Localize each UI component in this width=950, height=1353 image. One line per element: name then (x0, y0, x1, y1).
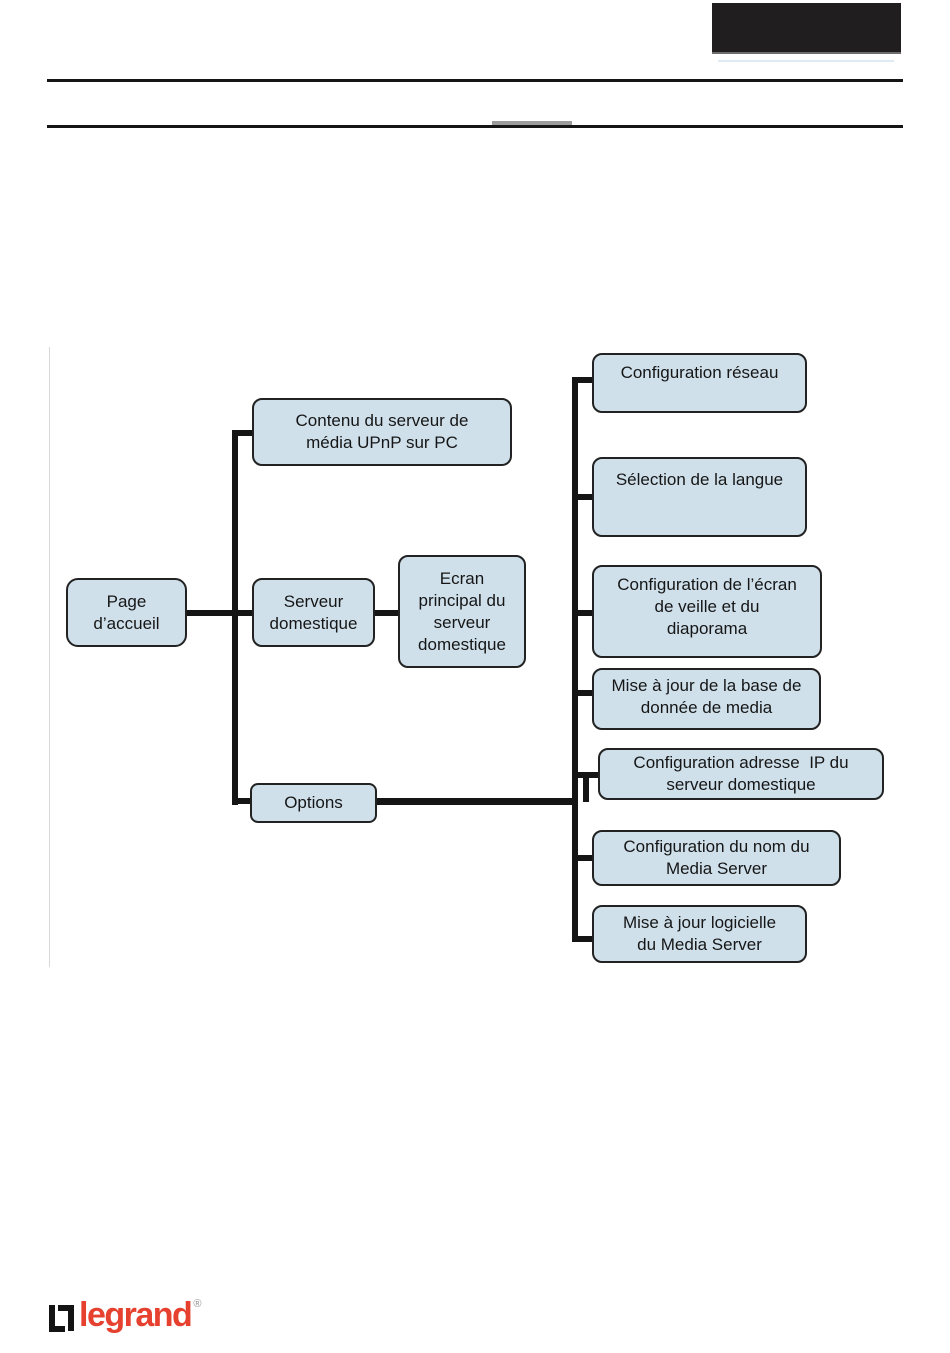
node-text-line: Serveur (283, 591, 344, 611)
connector-stub-mise-logicielle (572, 936, 592, 942)
connector-stub-config-reseau (572, 377, 592, 383)
node-text-line: Options (284, 793, 343, 812)
connector-stub-config-nom (572, 855, 592, 861)
connector-serveur-ecran (375, 610, 400, 616)
node-text-line: d’accueil (93, 613, 160, 633)
node-options: Options (250, 783, 377, 823)
node-configuration-nom-media-server: Configuration du nom du Media Server (592, 830, 841, 886)
node-ecran-principal: Ecran principal du serveur domestique (398, 555, 526, 668)
node-text-line: Mise à jour logicielle (622, 913, 777, 932)
node-serveur-domestique: Serveur domestique (252, 578, 375, 647)
node-text-line: média UPnP sur PC (306, 433, 458, 452)
node-text-line: donnée de media (640, 698, 773, 717)
connector-jog-config-ip (583, 772, 589, 802)
node-text-line: Media Server (665, 859, 768, 878)
node-configuration-ecran-veille: Configuration de l’écran de veille et du… (592, 565, 822, 658)
node-text-line: domestique (269, 613, 358, 633)
registered-mark: ® (193, 1298, 202, 1310)
node-text-line: Configuration de l’écran (617, 575, 797, 594)
node-text-line: diaporama (666, 619, 748, 638)
node-text-line: Contenu du serveur de (295, 411, 469, 430)
node-text-line: Sélection de la langue (615, 470, 784, 489)
header-rule-top (47, 79, 903, 82)
node-selection-langue: Sélection de la langue (592, 457, 807, 537)
header-tab-mark (492, 121, 572, 125)
connector-accueil-serveur (187, 610, 252, 616)
legrand-logo: legrand ® (48, 1298, 201, 1334)
connector-stub-config-ip (572, 772, 598, 778)
connector-stub-config-ecran (572, 610, 592, 616)
legrand-wordmark: legrand (79, 1296, 193, 1334)
connector-left-trunk (232, 430, 238, 805)
connector-stub-options (232, 798, 252, 804)
node-text-line: de veille et du (654, 597, 760, 616)
node-text-line: serveur domestique (666, 775, 816, 794)
node-text-line: serveur (433, 612, 491, 632)
connector-stub-contenu (232, 430, 252, 436)
node-text-line: du Media Server (637, 935, 762, 954)
connector-options-trunk (377, 798, 578, 805)
node-text-line: Configuration du nom du (623, 837, 810, 856)
header-black-box (712, 3, 901, 54)
legrand-mark-icon (49, 1305, 74, 1332)
node-text-line: Ecran (439, 568, 485, 588)
node-text-line: Configuration réseau (620, 363, 779, 382)
node-text-line: principal du (418, 590, 506, 610)
header-faint-line (718, 60, 894, 62)
node-text-line: Configuration adresse IP du (633, 753, 849, 772)
node-page-accueil: Page d’accueil (66, 578, 187, 647)
node-text-line: Page (106, 591, 147, 611)
figure-left-border (49, 347, 50, 967)
node-mise-a-jour-logicielle: Mise à jour logicielle du Media Server (592, 905, 807, 963)
connector-stub-selection-langue (572, 494, 592, 500)
node-mise-a-jour-base: Mise à jour de la base de donnée de medi… (592, 668, 821, 730)
connector-stub-mise-base (572, 690, 592, 696)
node-configuration-adresse-ip: Configuration adresse IP du serveur dome… (598, 748, 884, 800)
node-text-line: Mise à jour de la base de (611, 676, 802, 695)
node-configuration-reseau: Configuration réseau (592, 353, 807, 413)
node-text-line: domestique (418, 634, 506, 654)
header-rule-bottom (47, 125, 903, 128)
connector-right-trunk (572, 377, 578, 942)
node-contenu-serveur-media: Contenu du serveur de média UPnP sur PC (252, 398, 512, 466)
